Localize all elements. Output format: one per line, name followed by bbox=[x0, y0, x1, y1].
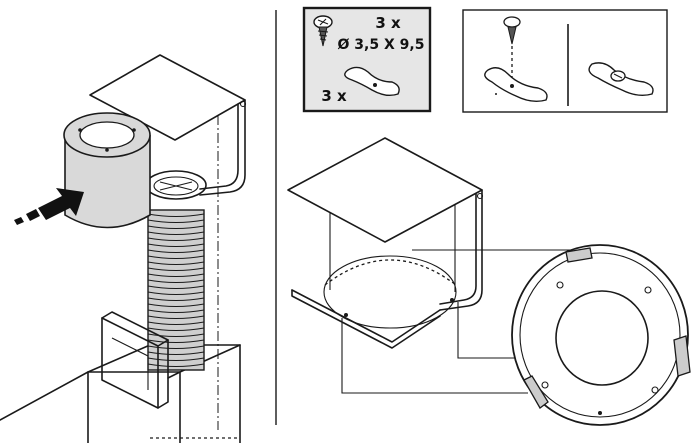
hose-ring bbox=[147, 315, 205, 320]
top-bracket bbox=[89, 54, 247, 430]
hose-ring bbox=[147, 255, 205, 260]
hose-ring bbox=[147, 303, 205, 308]
grease-filter bbox=[101, 311, 181, 409]
hose-ring bbox=[147, 297, 205, 302]
hose-ring bbox=[147, 273, 205, 278]
screw-icon bbox=[503, 16, 521, 82]
hose-ring bbox=[147, 285, 205, 290]
hose-ring bbox=[147, 225, 205, 230]
mounting-ring bbox=[511, 244, 691, 426]
hose-ring bbox=[147, 243, 205, 248]
hose-ring bbox=[147, 345, 205, 350]
push-arrow-icon bbox=[14, 188, 84, 225]
bracket-side bbox=[439, 189, 483, 311]
hose-ring bbox=[147, 363, 205, 368]
bracket-quantity: 3 x bbox=[321, 87, 347, 105]
screw-size: Ø 3,5 X 9,5 bbox=[338, 37, 425, 53]
bracket-top-plate bbox=[287, 137, 483, 243]
hose-ring bbox=[147, 333, 205, 338]
flexible-hose bbox=[145, 170, 207, 371]
hose-ring bbox=[147, 291, 205, 296]
hose-ring bbox=[147, 231, 205, 236]
hose-ring bbox=[147, 327, 205, 332]
opening-ellipse bbox=[323, 255, 457, 329]
ring-clip bbox=[523, 375, 549, 409]
hose-ring bbox=[147, 321, 205, 326]
right-panel bbox=[287, 137, 691, 426]
hose-ring bbox=[147, 351, 205, 356]
hose-ring bbox=[147, 357, 205, 362]
screw-icon bbox=[313, 15, 333, 47]
bracket-icon bbox=[484, 67, 548, 103]
hose-ring bbox=[147, 249, 205, 254]
hose-ring bbox=[147, 213, 205, 218]
hose-ring bbox=[147, 237, 205, 242]
parts-box: 3 x Ø 3,5 X 9,5 3 x bbox=[302, 6, 432, 113]
ring-clip bbox=[565, 247, 593, 263]
hose-ring bbox=[147, 279, 205, 284]
screw-quantity: 3 x bbox=[375, 14, 401, 32]
left-panel bbox=[0, 54, 247, 443]
detail-box bbox=[462, 9, 668, 113]
hose-ring bbox=[147, 267, 205, 272]
hose-ring bbox=[147, 309, 205, 314]
hose-ring bbox=[147, 339, 205, 344]
assembled-bracket bbox=[588, 62, 654, 97]
filter-cylinder bbox=[63, 112, 151, 229]
bracket-icon bbox=[344, 66, 400, 97]
hose-ring bbox=[147, 219, 205, 224]
ring-clip bbox=[673, 335, 691, 377]
hose-ring bbox=[147, 261, 205, 266]
